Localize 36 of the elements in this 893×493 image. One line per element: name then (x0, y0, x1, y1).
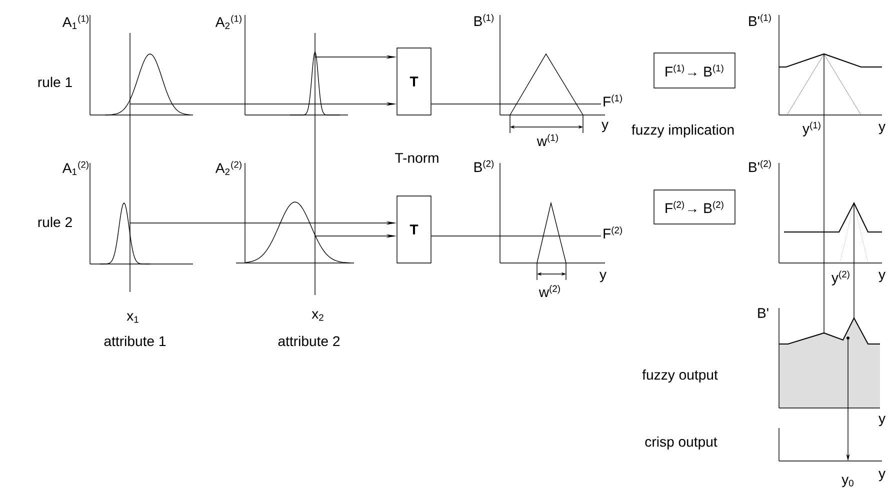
dimension-label: w$^{(2)}$ (538, 285, 560, 297)
axis-label: y (878, 272, 886, 282)
axis-label: A$_{1}$(2) (62, 160, 88, 175)
axis-label: x$_{2}$ (312, 311, 324, 321)
axis-label: y (878, 416, 886, 426)
axis-label: y$^{(2)}$ (832, 270, 850, 286)
implication-box: F$^{(2)}$→ B$^{(2)}$ (654, 190, 736, 224)
dimension-label: w$^{(1)}$ (536, 134, 558, 146)
axis-label: B' (758, 308, 768, 318)
implication-box: F$^{(1)}$→ B$^{(1)}$ (654, 52, 736, 88)
axis-label: B'$^{(1)}$ (749, 14, 771, 26)
stage-label: T-norm (395, 153, 438, 163)
axis-label: B$^{(1)}$ (474, 14, 494, 26)
axis-label: B'$^{(2)}$ (749, 160, 771, 172)
axis-label: y (878, 124, 886, 134)
threshold-label: F$^{(2)}$ (604, 226, 622, 238)
axis-label: attribute 1 (104, 336, 166, 346)
stage-label: crisp output (645, 436, 718, 450)
threshold-label: F$^{(1)}$ (604, 94, 622, 106)
t-norm-box: T (396, 196, 432, 264)
axis-label: attribute 2 (278, 336, 340, 346)
row-label: rule 1 (38, 76, 72, 88)
axis-label: A$_{2}$(2) (215, 160, 242, 175)
stage-label: fuzzy output (642, 369, 718, 383)
axis-label: y (878, 470, 886, 482)
axis-label: A$_{1}$(1) (62, 15, 88, 29)
axis-label: A$_{2}$(1) (215, 15, 242, 29)
stage-label: fuzzy implication (632, 124, 734, 138)
row-label: rule 2 (38, 216, 72, 228)
axis-label: y$^{(1)}$ (802, 122, 820, 136)
axis-label: y$_{0}$ (842, 476, 854, 488)
t-norm-box: T (396, 48, 432, 116)
axis-label: y (602, 122, 608, 132)
axis-label: x$_{1}$ (126, 313, 138, 323)
axis-label: B$^{(2)}$ (474, 160, 494, 172)
axis-label: y (600, 272, 606, 282)
